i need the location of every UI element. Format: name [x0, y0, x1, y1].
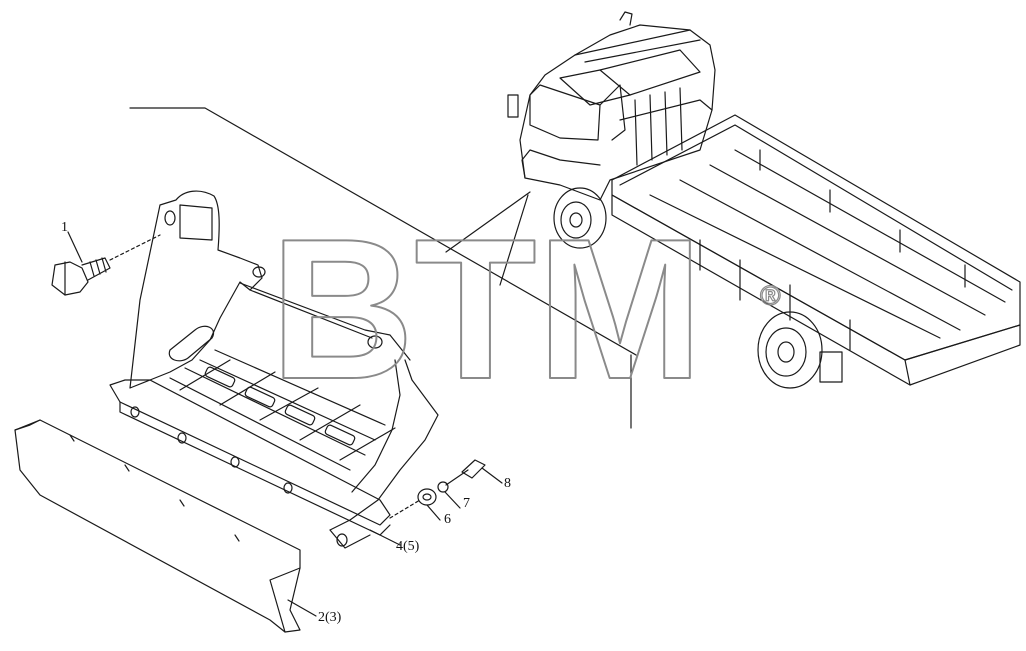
- callout-part-4-5: 4(5): [396, 539, 420, 554]
- reference-leader-lines: [129, 107, 637, 429]
- step-cover: [14, 419, 301, 633]
- step-bracket: [109, 190, 439, 549]
- callout-part-8: 8: [504, 476, 511, 491]
- hardware-set: [287, 459, 503, 617]
- callout-part-6: 6: [444, 512, 451, 527]
- watermark-text: BTM: [270, 198, 703, 421]
- callout-part-1: 1: [61, 220, 68, 235]
- callout-part-7: 7: [463, 496, 470, 511]
- truck-illustration: [507, 11, 1021, 389]
- watermark: BTM ®: [269, 197, 782, 422]
- bolt: [51, 231, 161, 296]
- watermark-registered-mark: ®: [760, 280, 781, 311]
- callout-part-2-3: 2(3): [318, 610, 342, 625]
